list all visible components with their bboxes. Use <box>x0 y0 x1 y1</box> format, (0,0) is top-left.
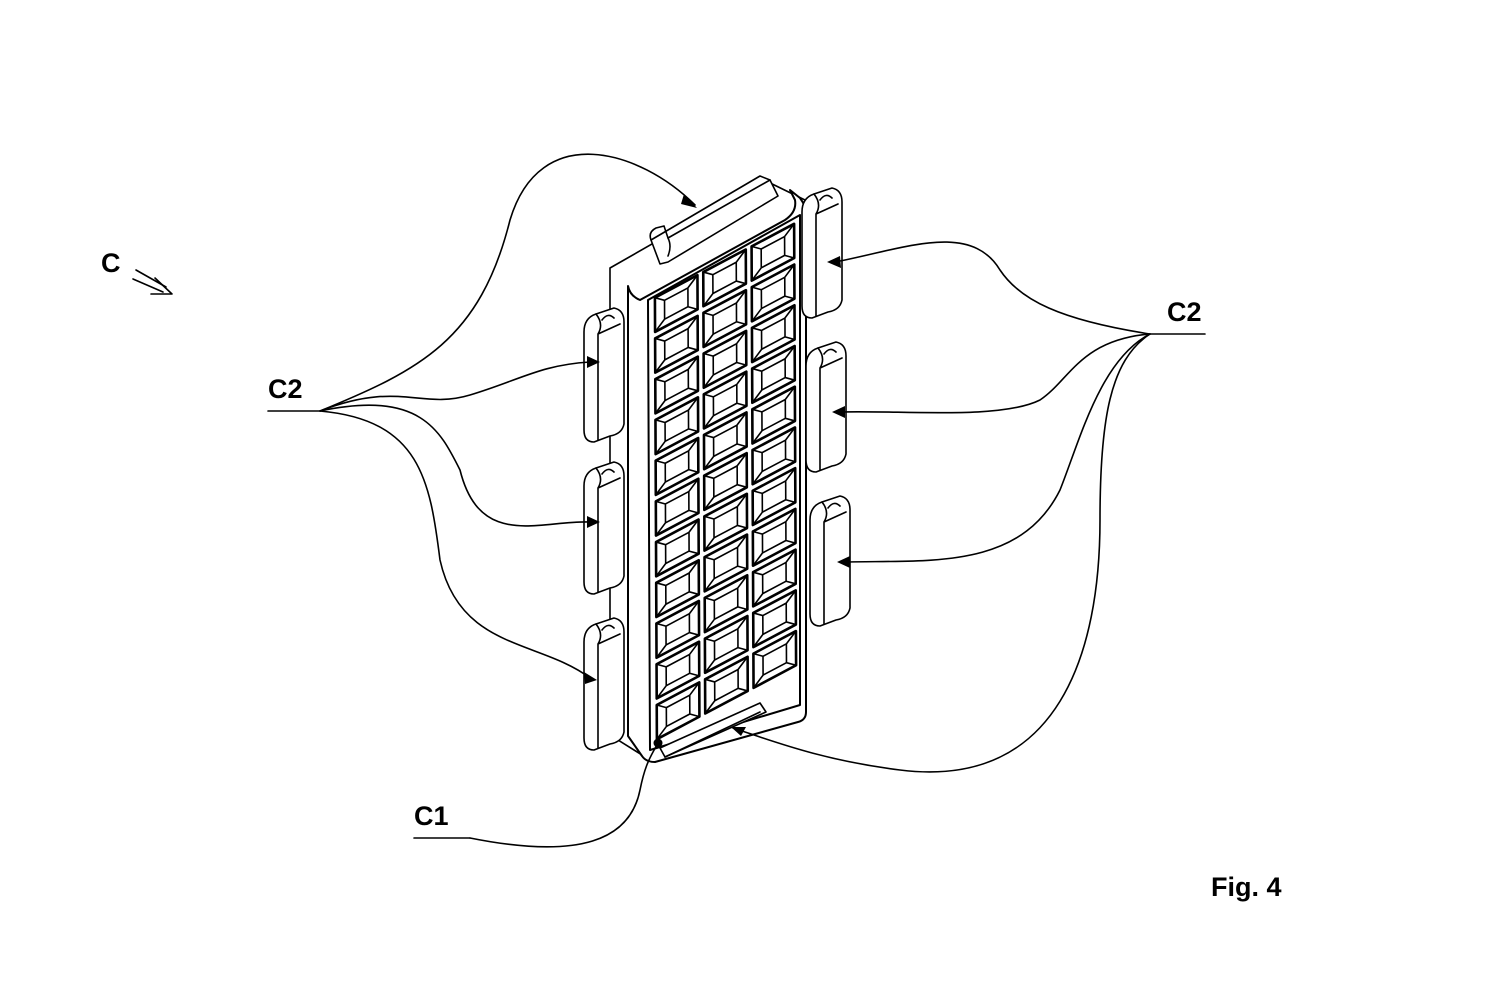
assembly-reference-arrow <box>132 269 173 295</box>
side-clip <box>801 187 843 319</box>
grid-cell <box>702 411 748 471</box>
grid-cell <box>654 518 700 578</box>
grid-cell <box>702 451 749 512</box>
grid-cell <box>655 599 701 660</box>
grid-cell <box>751 385 797 445</box>
grid-cell <box>654 477 700 537</box>
arrowheads <box>584 194 850 736</box>
side-clip <box>805 341 847 473</box>
tray-body <box>609 179 807 763</box>
top-handle <box>649 175 779 265</box>
grid-cell <box>654 436 700 497</box>
grid-cell <box>701 248 748 308</box>
side-clip <box>583 617 625 751</box>
grid-cell <box>750 263 796 323</box>
bottom-handle <box>659 702 767 758</box>
grid-cell <box>751 589 798 649</box>
grid-cell <box>702 370 748 430</box>
leader-line-c1 <box>413 738 663 848</box>
grid-cell <box>653 314 700 374</box>
leader-lines-right-c2 <box>732 241 1206 773</box>
side-clip <box>809 495 851 627</box>
grid-cell <box>751 426 797 486</box>
grid-cell <box>653 355 700 415</box>
grid-cell <box>750 222 796 282</box>
left-clips <box>583 307 625 751</box>
figure-caption: Fig. 4 <box>1211 872 1282 902</box>
grid-cell <box>654 558 701 619</box>
grid-cell <box>750 303 796 364</box>
grid-cell <box>751 466 797 527</box>
body-label: C1 <box>414 801 449 831</box>
grid-cell <box>702 288 748 349</box>
cell-grid <box>653 222 798 741</box>
grid-cell <box>655 681 701 741</box>
leader-lines-left-c2 <box>267 153 696 679</box>
grid-cell <box>751 548 798 608</box>
grid-cell <box>750 344 797 405</box>
grid-cell <box>703 492 749 552</box>
grid-cell <box>702 329 748 390</box>
clip-label-right: C2 <box>1167 297 1202 327</box>
grid-cell <box>751 507 797 567</box>
grid-cell <box>654 396 700 456</box>
grid-cell <box>703 614 749 675</box>
grid-cell <box>703 655 750 715</box>
grid-cell <box>703 573 749 634</box>
grid-cell <box>752 629 798 690</box>
clip-label-left: C2 <box>268 374 303 404</box>
grid-cell <box>703 533 749 593</box>
assembly-label: C <box>101 248 121 278</box>
grid-cell <box>653 273 699 334</box>
side-clip <box>583 307 625 443</box>
grid-cell <box>655 640 701 700</box>
side-clip <box>583 461 625 595</box>
right-clips <box>801 187 851 627</box>
